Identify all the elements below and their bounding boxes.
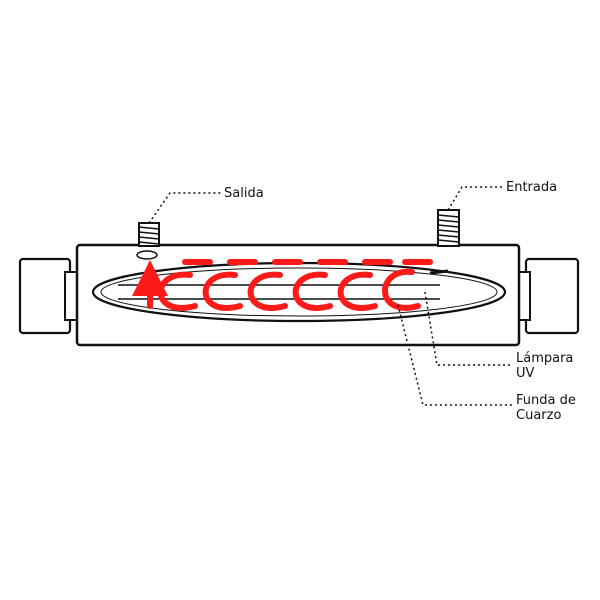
- outlet-label: Salida: [224, 186, 264, 201]
- left-end-cap: [18, 257, 78, 335]
- inlet-threaded-fitting-icon: [437, 209, 460, 247]
- quartz-sleeve-label-line1: Funda de: [516, 393, 576, 408]
- outlet-threaded-fitting-icon: [138, 222, 160, 247]
- quartz-sleeve-label-line2: Cuarzo: [516, 408, 561, 423]
- right-end-cap: [517, 257, 580, 335]
- leader-lines: [148, 186, 513, 406]
- uv-lamp-label-line2: UV: [516, 366, 535, 381]
- inlet-label: Entrada: [506, 180, 557, 195]
- spiral-flow-arrow-icon: [132, 259, 433, 311]
- uv-lamp-label-line1: Lámpara: [516, 351, 573, 366]
